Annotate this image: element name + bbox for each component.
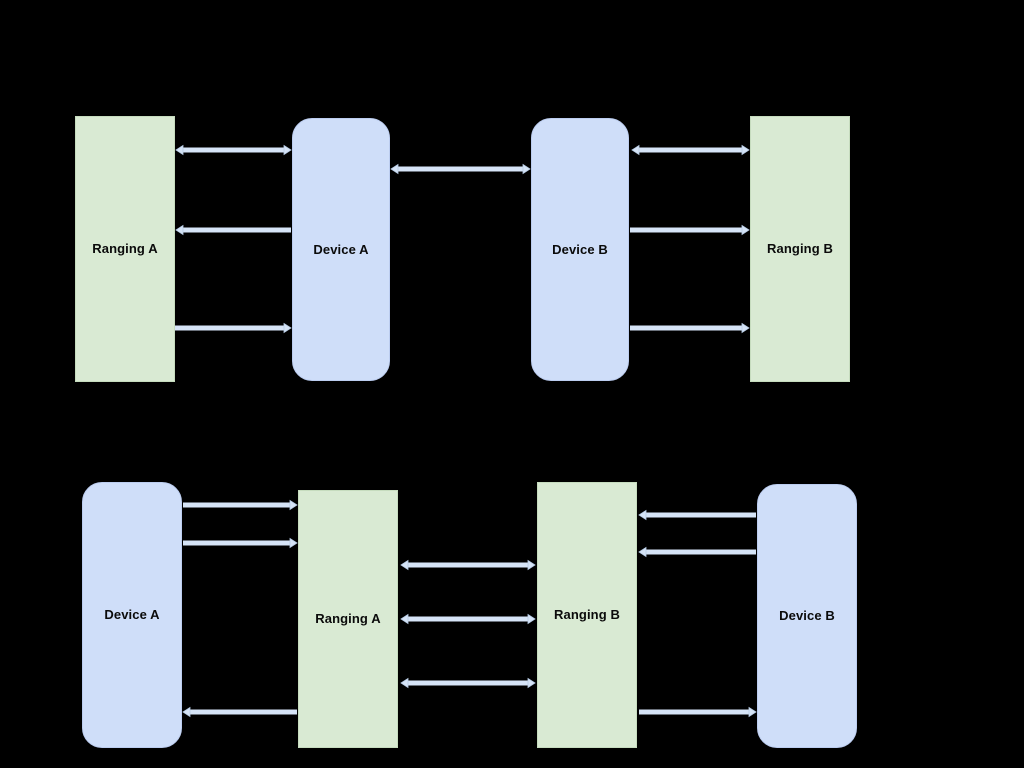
edge-ranging-a-to-ranging-b-bidir-lower [393,676,543,690]
edge-ranging-a-to-ranging-b-bidir-upper [393,558,543,572]
edge-ranging-a-to-device-a-left [175,705,305,719]
node-label: Ranging B [767,241,833,257]
edge-ranging-b-to-device-b-right [631,705,764,719]
node-label: Device A [313,241,369,257]
edge-ranging-a-to-ranging-b-bidir-middle [393,612,543,626]
node-bot-device-b[interactable]: Device B [757,484,857,748]
node-bot-ranging-a[interactable]: Ranging A [298,490,398,748]
node-label: Ranging A [92,241,158,257]
node-bot-device-a[interactable]: Device A [82,482,182,748]
node-label: Ranging A [315,611,381,627]
node-label: Ranging B [554,607,620,623]
node-top-device-a[interactable]: Device A [292,118,390,381]
edge-device-a-to-ranging-a-right-upper [175,498,305,512]
edge-device-a-to-ranging-a-right-lower [175,536,305,550]
node-top-ranging-a[interactable]: Ranging A [75,116,175,382]
node-top-ranging-b[interactable]: Ranging B [750,116,850,382]
node-bot-ranging-b[interactable]: Ranging B [537,482,637,748]
edge-device-b-to-ranging-b-left-lower [631,545,764,559]
edge-device-b-to-ranging-b-left-upper [631,508,764,522]
node-label: Device A [104,607,160,623]
node-label: Device B [779,608,835,624]
node-top-device-b[interactable]: Device B [531,118,629,381]
node-label: Device B [552,241,608,257]
